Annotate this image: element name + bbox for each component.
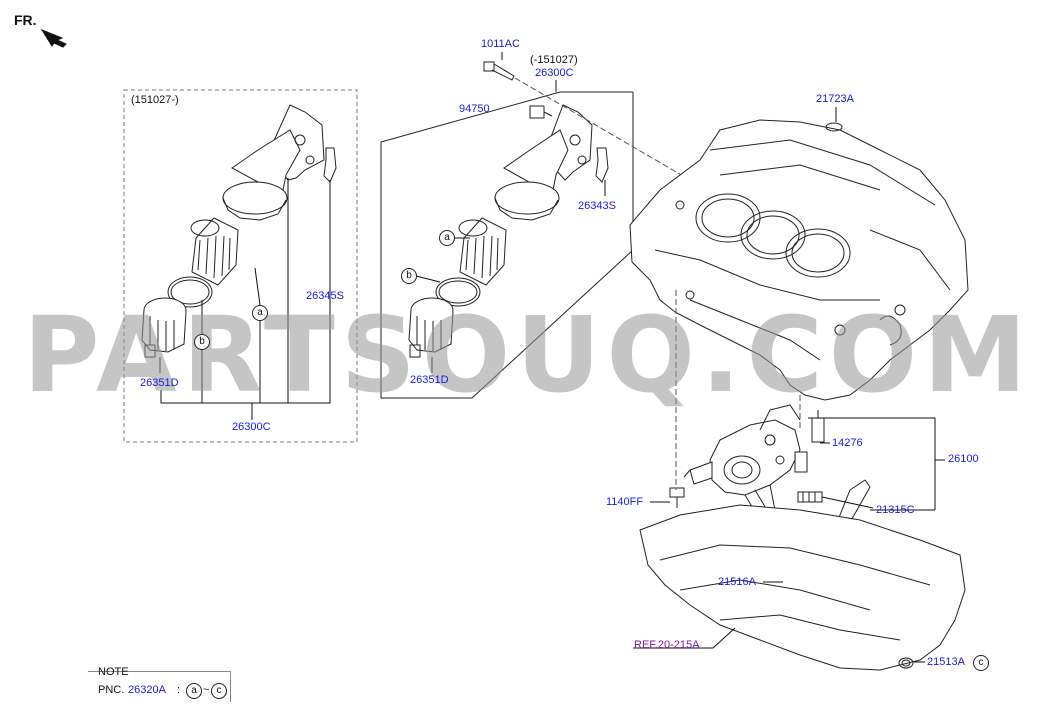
right-bolt-94750 — [529, 105, 553, 119]
part-label-21723A[interactable]: 21723A — [816, 93, 854, 105]
oil-pan — [639, 504, 966, 671]
note-range-sep: ~ — [203, 684, 210, 696]
note-box — [88, 671, 231, 702]
part-label-26300C-bottom[interactable]: 26300C — [232, 421, 271, 433]
engine-block — [629, 119, 969, 401]
left-group-date-label: (151027-) — [131, 94, 179, 106]
part-label-26351D-right[interactable]: 26351D — [410, 374, 449, 386]
part-label-26345S[interactable]: 26345S — [306, 290, 344, 302]
ref-label-20-215A[interactable]: REF.20-215A — [634, 639, 700, 651]
part-label-94750[interactable]: 94750 — [459, 103, 490, 115]
part-label-26100[interactable]: 26100 — [948, 453, 979, 465]
note-pnc-prefix: PNC. — [98, 684, 125, 696]
left-filter-cap — [141, 297, 187, 358]
part-label-1011AC[interactable]: 1011AC — [481, 38, 520, 50]
right-filter-cap — [408, 297, 454, 358]
right-group-frame — [380, 91, 634, 399]
part-label-21516A[interactable]: 21516A — [718, 576, 756, 588]
note-range-start: a — [186, 683, 202, 699]
ring-21723A — [825, 122, 843, 132]
left-filter-housing — [222, 104, 325, 221]
right-filter-housing — [494, 104, 593, 221]
right-gasket — [595, 147, 609, 183]
part-label-14276[interactable]: 14276 — [832, 437, 863, 449]
oil-pump-assembly — [689, 404, 801, 511]
part-label-21513A[interactable]: 21513A — [927, 656, 965, 668]
callout-c: c — [973, 655, 989, 671]
drain-plug-21513A — [898, 657, 914, 669]
note-colon: : — [177, 684, 181, 696]
front-orientation-label: FR. — [14, 12, 37, 28]
sensor-14276 — [794, 410, 825, 473]
callout-a-right: a — [439, 230, 455, 246]
note-title: NOTE — [98, 666, 129, 678]
left-filter-element — [190, 217, 239, 286]
part-label-26300C-top[interactable]: 26300C — [535, 67, 574, 79]
left-group-frame — [123, 89, 358, 443]
part-label-26351D-left[interactable]: 26351D — [140, 377, 179, 389]
bolt-1011AC — [483, 61, 515, 81]
left-o-ring — [167, 276, 213, 308]
note-pnc-code[interactable]: 26320A — [128, 684, 166, 696]
callout-b-left: b — [194, 334, 210, 350]
callout-a-left: a — [252, 305, 268, 321]
part-label-1140FF[interactable]: 1140FF — [606, 496, 644, 508]
note-range-end: c — [211, 683, 227, 699]
part-label-21315C[interactable]: 21315C — [876, 504, 915, 516]
right-o-ring — [435, 277, 481, 307]
part-label-26343S[interactable]: 26343S — [578, 200, 616, 212]
right-filter-element — [458, 217, 507, 286]
callout-b-right: b — [401, 268, 417, 284]
left-gasket — [323, 147, 337, 183]
valve-21315C — [797, 491, 823, 503]
bolt-1140FF — [669, 469, 691, 508]
right-group-date-label: (-151027) — [530, 54, 578, 66]
front-arrow-icon — [40, 28, 67, 48]
